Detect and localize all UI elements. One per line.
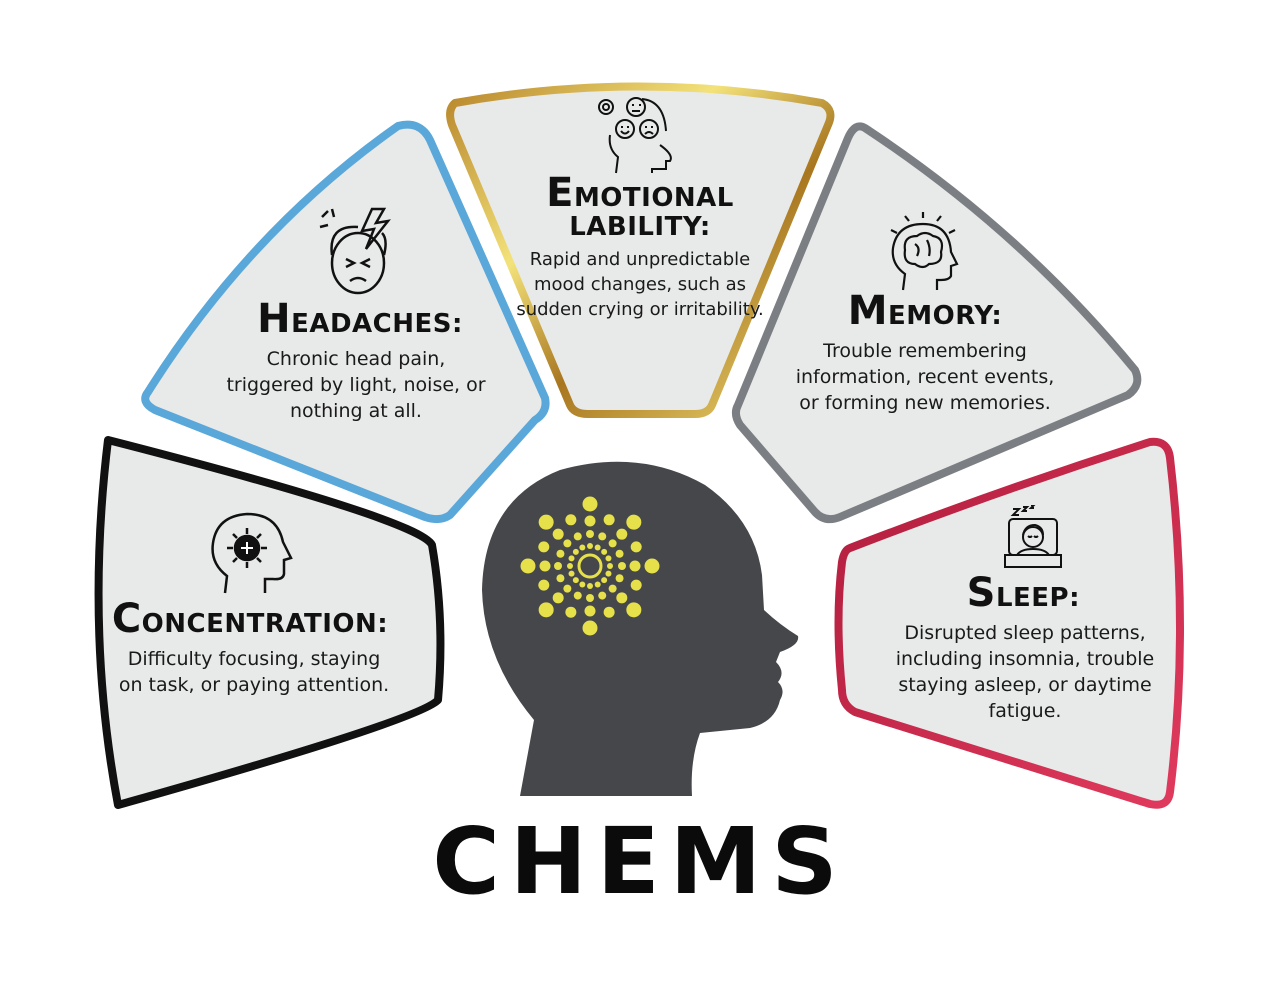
sleep-description: Disrupted sleep patterns, including inso… (895, 622, 1155, 722)
emotional-description: Rapid and unpredictable mood changes, su… (516, 249, 764, 321)
burst-dot (586, 530, 594, 538)
memory-text: MEMORY: Trouble remembering information,… (795, 290, 1055, 416)
panel-headaches (141, 120, 550, 524)
brain-head-icon (890, 212, 959, 291)
concentration-title: CONCENTRATION: (111, 596, 389, 642)
burst-dot (538, 579, 550, 591)
burst-dot (539, 560, 551, 572)
burst-dot (603, 606, 615, 618)
burst-dot (607, 563, 613, 569)
headaches-description: Chronic head pain, triggered by light, n… (226, 348, 486, 422)
burst-dot (603, 514, 615, 526)
burst-dot (563, 539, 572, 548)
burst-dot (582, 620, 598, 636)
burst-dot (594, 544, 601, 551)
burst-dot (587, 583, 593, 589)
burst-dot (573, 591, 582, 600)
burst-dot (584, 605, 596, 617)
concentration-description: Difficulty focusing, staying on task, or… (118, 648, 390, 696)
burst-dot (630, 579, 642, 591)
burst-dot (626, 602, 642, 618)
burst-dot (538, 514, 554, 530)
burst-dot (629, 560, 641, 572)
burst-dot (552, 528, 564, 540)
burst-dot (579, 581, 586, 588)
brand-title: CHEMS (432, 808, 848, 915)
burst-dot (587, 543, 593, 549)
burst-dot (568, 555, 575, 562)
burst-dot (601, 548, 608, 555)
burst-dot (626, 514, 642, 530)
burst-dot (554, 562, 562, 570)
burst-dot (605, 555, 612, 562)
burst-dot (615, 549, 624, 558)
head-focus-icon (211, 512, 293, 594)
burst-dot (556, 574, 565, 583)
sleep-text: SLEEP: Disrupted sleep patterns, includi… (880, 572, 1180, 724)
burst-dot (644, 558, 660, 574)
head-silhouette (482, 461, 799, 796)
burst-dot (568, 570, 575, 577)
sleeping-person-icon (1004, 505, 1062, 568)
burst-dot (594, 581, 601, 588)
burst-dot (616, 592, 628, 604)
panel-memory (731, 122, 1142, 524)
burst-dot (615, 574, 624, 583)
panel-emotional (446, 82, 835, 418)
headaches-title: HEADACHES: (257, 296, 463, 342)
neuron-burst (520, 496, 660, 636)
headaches-text: HEADACHES: Chronic head pain, triggered … (225, 298, 495, 424)
burst-dot (573, 532, 582, 541)
memory-description: Trouble remembering information, recent … (795, 340, 1055, 414)
burst-dot (584, 515, 596, 527)
burst-dot (618, 562, 626, 570)
burst-dot (538, 602, 554, 618)
burst-dot (565, 606, 577, 618)
burst-dot (552, 592, 564, 604)
burst-dot (520, 558, 536, 574)
burst-dot (598, 532, 607, 541)
burst-dot (601, 577, 608, 584)
burst-dot (598, 591, 607, 600)
burst-dot (567, 563, 573, 569)
panel-concentration (94, 436, 445, 809)
burst-dot (608, 584, 617, 593)
burst-dot (565, 514, 577, 526)
burst-dot (572, 577, 579, 584)
memory-title: MEMORY: (847, 288, 1003, 334)
burst-center (577, 553, 603, 579)
burst-dot (608, 539, 617, 548)
headache-face-icon (319, 207, 391, 295)
burst-dot (556, 549, 565, 558)
burst-dot (538, 541, 550, 553)
burst-dot (605, 570, 612, 577)
burst-dot (586, 594, 594, 602)
concentration-text: CONCENTRATION: Difficulty focusing, stay… (100, 598, 400, 698)
burst-dot (579, 544, 586, 551)
burst-dot (572, 548, 579, 555)
sleep-title: SLEEP: (966, 570, 1080, 616)
panel-sleep (834, 437, 1184, 809)
burst-dot (563, 584, 572, 593)
burst-dot (582, 496, 598, 512)
burst-dot (630, 541, 642, 553)
burst-dot (616, 528, 628, 540)
emotions-head-icon (598, 97, 672, 174)
